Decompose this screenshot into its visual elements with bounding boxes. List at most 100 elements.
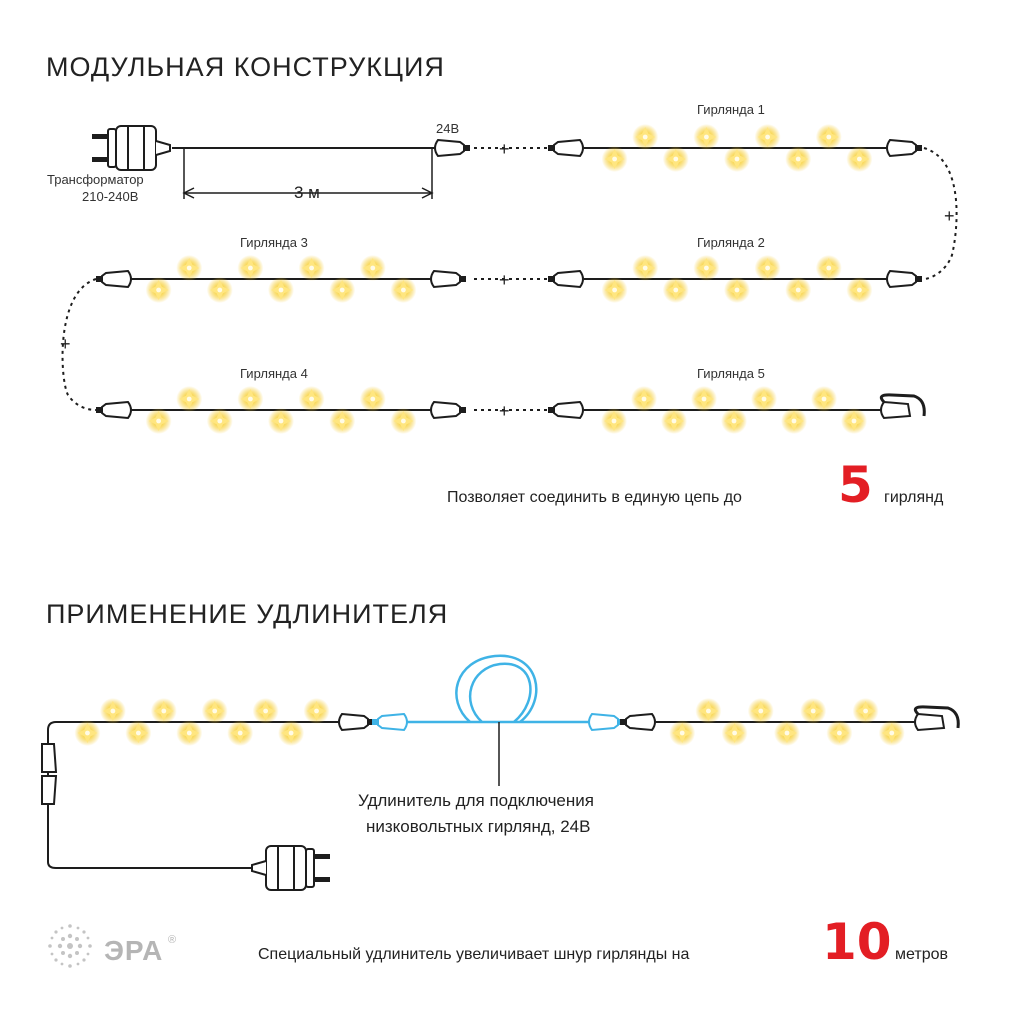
led-core [186,730,192,736]
led-bulb [781,408,807,434]
dotted-link [923,147,958,280]
garland-5-end-cap [879,393,926,420]
led-bulb [691,386,717,412]
led-bulb [227,720,254,746]
connector-pin [464,145,470,151]
connector-pin [548,145,554,151]
led-bulb [359,255,386,281]
led-bulb [237,386,264,412]
connector-body [625,712,656,732]
plus-sign: + [60,334,71,354]
led-core [642,134,648,140]
power-cable [47,760,252,869]
inline-connector-bottom [41,775,58,805]
led-core [161,708,167,714]
led-bulb [74,720,101,746]
led-core [857,156,862,162]
led-core [791,418,797,424]
plug-face [107,128,117,168]
connector-pin [916,276,922,282]
led-core [765,265,770,271]
led-bulb [754,255,781,281]
led-bulb [826,720,853,746]
led-core [765,134,770,140]
led-bulb [632,255,659,281]
transformer-label: Трансформатор [47,172,144,187]
plug-pin [92,157,110,162]
plus-sign: + [944,206,955,226]
connector-body [588,712,619,732]
led-bulb [278,720,305,746]
led-core [863,708,868,714]
led-bulb [751,386,777,412]
led-bulb [150,698,177,724]
led-core [795,287,801,293]
led-core [641,396,647,402]
led-bulb [846,146,873,172]
led-bulb [206,408,233,434]
led-core [704,265,709,271]
section1-caption-suffix: гирлянд [884,489,944,506]
extender-coil [455,654,538,723]
led-core [217,418,223,424]
led-core [248,396,253,402]
led-core [837,730,842,736]
led-bulb [754,124,781,150]
garland-3-in [96,269,132,289]
section2-caption-number: 10 [822,913,892,971]
led-bulb [852,698,879,724]
led-bulb [631,386,657,412]
led-bulb [390,277,417,303]
connector-body [553,400,584,420]
connector-body [553,269,584,289]
led-bulb [721,408,747,434]
led-bulb [268,277,294,303]
section2-caption-prefix: Специальный удлинитель увеличивает шнур … [258,946,690,963]
led-core [278,418,284,424]
extender-label-line1: Удлинитель для подключения [358,791,594,810]
led-bulb [878,720,905,746]
led-core [734,287,740,293]
connector-pin [460,276,466,282]
plus-sign: + [499,401,510,421]
led-core [673,287,679,293]
led-core [612,156,617,162]
cable-length-label: 3 м [294,183,320,202]
connector-body [886,138,917,158]
inline-connector-top [41,743,58,773]
led-core [673,156,679,162]
led-bulb [811,386,837,412]
connector-body [101,269,132,289]
led-bulb [841,408,867,434]
garland-3-out [430,269,466,289]
led-core [795,156,801,162]
led-bulb [252,698,279,724]
led-core [706,708,711,714]
led-bulb [774,720,800,746]
section1-caption-prefix: Позволяет соединить в единую цепь до [447,489,742,506]
leds-layer [74,124,905,746]
led-core [401,418,406,424]
led-core [339,418,345,424]
led-bulb [695,698,722,724]
led-core [679,730,685,736]
extender-transformer [251,845,330,891]
garland-2-out [886,269,922,289]
garland-1-out [886,138,922,158]
led-bulb [662,146,689,172]
led-core [370,396,376,402]
led-bulb [329,408,356,434]
connector-pin [368,719,374,725]
led-bulb [303,698,330,724]
led-bulb [693,255,720,281]
led-bulb [237,255,264,281]
led-core [186,265,192,271]
led-core [734,156,740,162]
plug-pin [92,134,110,139]
led-core [889,730,895,736]
led-core [732,730,737,736]
section1-title: МОДУЛЬНАЯ КОНСТРУКЦИЯ [46,52,445,82]
garland-4-in [96,400,132,420]
led-core [212,708,218,714]
